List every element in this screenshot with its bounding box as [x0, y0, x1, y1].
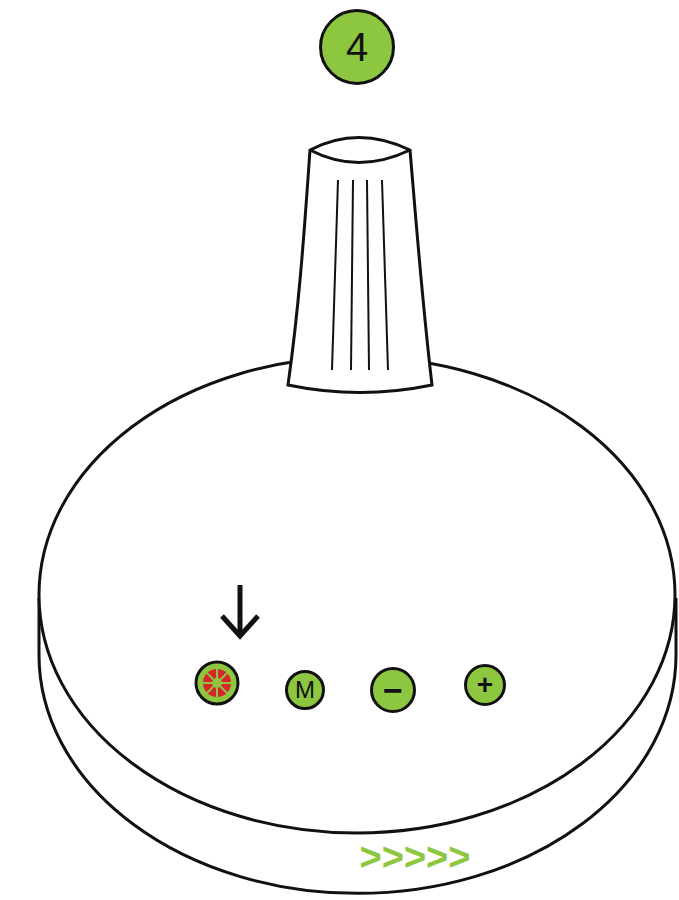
knob-ridges — [332, 180, 388, 370]
plus-button: + — [464, 664, 506, 706]
button-text: − — [370, 667, 416, 713]
button-text: + — [464, 664, 506, 706]
button-text: 4 — [319, 9, 395, 85]
power-button — [196, 662, 238, 704]
minus-button: − — [370, 667, 416, 713]
knob-top — [310, 150, 410, 163]
knob — [288, 138, 432, 393]
base-top — [39, 357, 675, 833]
mode-button: M — [285, 670, 325, 710]
button-text: M — [285, 670, 325, 710]
direction-chevrons: >>>>> — [360, 838, 471, 876]
pointer-arrow — [222, 585, 258, 636]
step-number: 4 — [319, 9, 395, 85]
